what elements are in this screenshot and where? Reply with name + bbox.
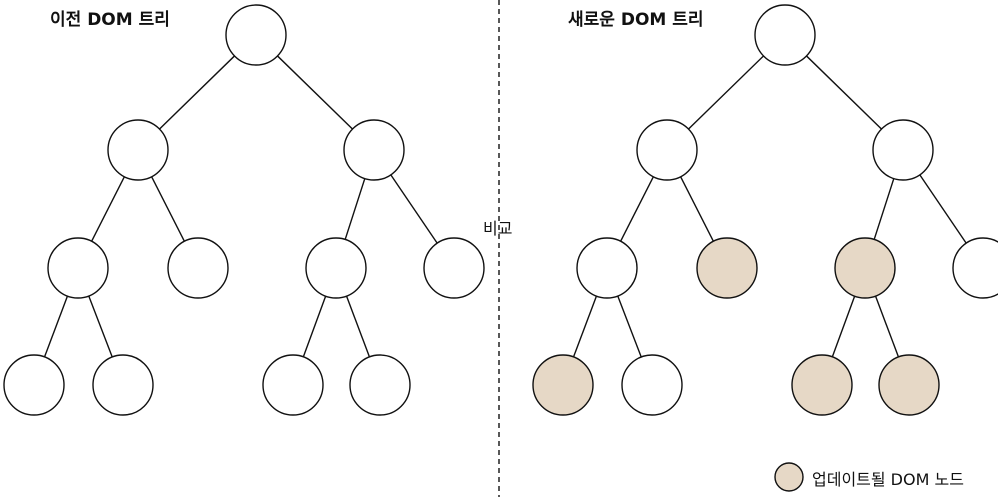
old-tree-node <box>167 237 229 299</box>
old-tree-edge <box>345 295 371 358</box>
old-tree-edge <box>158 55 236 130</box>
new-tree-title: 새로운 DOM 트리 <box>568 10 704 30</box>
new-tree-edge <box>619 176 655 242</box>
new-tree-edge <box>873 178 895 240</box>
new-tree-node <box>754 4 816 66</box>
compare-label: 비교 <box>483 219 513 238</box>
new-tree-edge <box>617 295 642 358</box>
old-tree-edge <box>43 295 69 358</box>
old-tree-edge <box>90 176 126 242</box>
new-tree-edge <box>687 55 765 130</box>
old-tree-title: 이전 DOM 트리 <box>50 10 170 30</box>
new-tree-node-updated <box>834 237 896 299</box>
old-tree-node <box>3 354 65 416</box>
old-tree-node <box>262 354 324 416</box>
new-tree-node <box>621 354 683 416</box>
old-tree-node <box>92 354 154 416</box>
old-tree-edge <box>276 55 354 130</box>
new-tree-node <box>872 119 934 181</box>
new-tree-edge <box>831 295 856 358</box>
old-tree-edge <box>344 178 366 240</box>
old-tree-edge <box>150 176 186 242</box>
new-tree-edge <box>572 295 598 358</box>
old-tree-node <box>47 237 109 299</box>
old-tree-edge <box>390 174 438 244</box>
tree-nodes <box>3 4 998 416</box>
new-tree-node-updated <box>696 237 758 299</box>
new-tree-node <box>636 119 698 181</box>
old-tree-edge <box>88 295 113 358</box>
new-tree-edge <box>919 174 967 244</box>
old-tree-node <box>107 119 169 181</box>
new-tree-node-updated <box>791 354 853 416</box>
old-tree-node <box>343 119 405 181</box>
legend-swatch <box>774 462 804 492</box>
new-tree-node <box>952 237 998 299</box>
new-tree-edge <box>805 55 883 130</box>
old-tree-node <box>305 237 367 299</box>
old-tree-node <box>349 354 411 416</box>
new-tree-node-updated <box>878 354 940 416</box>
tree-edges <box>43 55 967 358</box>
new-tree-edge <box>874 295 900 358</box>
legend-label: 업데이트될 DOM 노드 <box>812 470 964 489</box>
new-tree-node-updated <box>532 354 594 416</box>
old-tree-node <box>423 237 485 299</box>
old-tree-node <box>225 4 287 66</box>
new-tree-edge <box>679 176 715 242</box>
old-tree-edge <box>302 295 327 358</box>
new-tree-node <box>576 237 638 299</box>
